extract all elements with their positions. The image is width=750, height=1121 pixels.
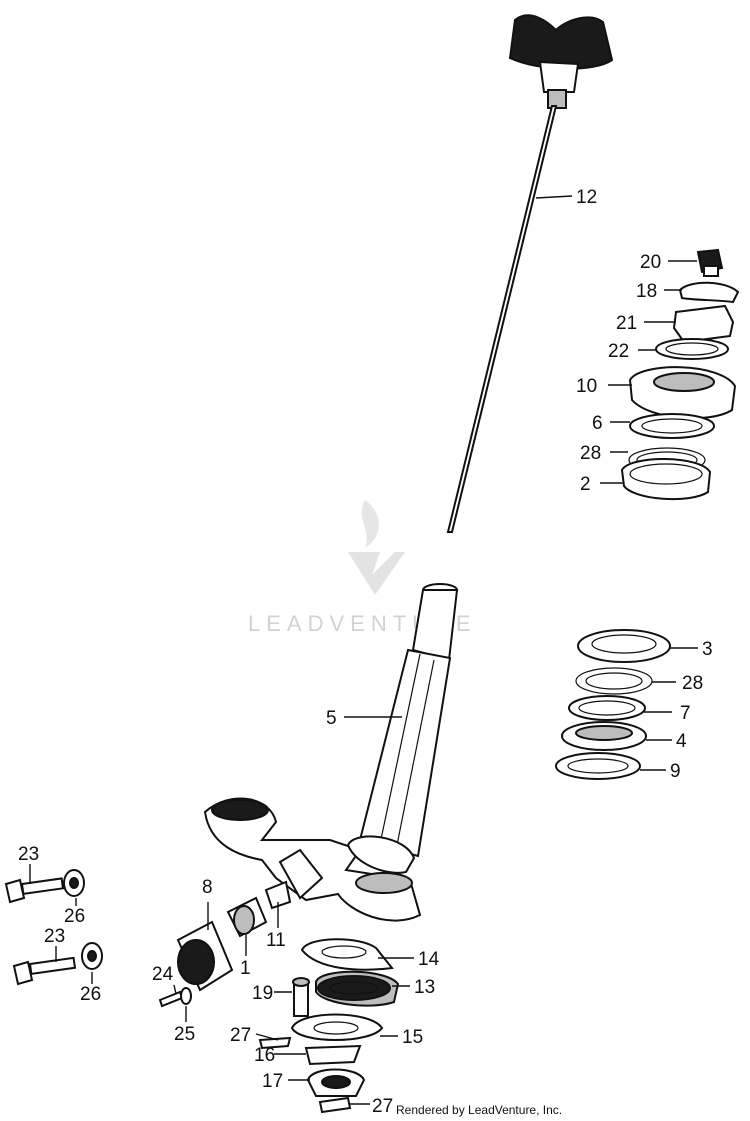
callout-1: 1 [240,958,251,979]
callout-16: 16 [254,1045,275,1066]
callout-23-upper: 23 [18,844,39,865]
callout-5: 5 [326,708,337,729]
callout-20: 20 [640,252,661,273]
callout-23-lower: 23 [44,926,65,947]
part-5-steering-stem [358,583,459,858]
part-12-rod [446,14,614,533]
flame-logo-icon [361,500,379,548]
callout-3: 3 [702,639,713,660]
callout-14: 14 [418,949,440,970]
bolts-and-washers [4,869,192,1008]
callout-27-lower: 27 [372,1096,393,1117]
callout-8: 8 [202,877,213,898]
leader-lines [29,195,698,1105]
v-logo-icon [348,552,405,595]
callout-21: 21 [616,313,637,334]
parts-8-1-11 [176,880,292,992]
callout-25: 25 [174,1024,195,1045]
callout-12: 12 [576,187,597,208]
callout-26-lower: 26 [80,984,101,1005]
lower-bearing-stack [555,629,671,780]
callout-17: 17 [262,1071,283,1092]
callout-28-upper: 28 [580,443,601,464]
bottom-yoke [203,797,422,922]
callout-19: 19 [252,983,273,1004]
lower-lock-parts [258,938,400,1114]
callout-28-lower: 28 [682,673,703,694]
callout-11: 11 [266,930,286,951]
callout-labels: 12 20 18 21 22 10 6 28 2 3 28 7 4 9 5 8 … [18,187,713,1117]
callout-13: 13 [414,977,435,998]
callout-27-upper: 27 [230,1025,251,1046]
callout-9: 9 [670,761,681,782]
callout-15: 15 [402,1027,423,1048]
callout-6: 6 [592,413,603,434]
footer-credit: Rendered by LeadVenture, Inc. [396,1103,562,1117]
callout-22: 22 [608,341,629,362]
callout-18: 18 [636,281,657,302]
callout-24: 24 [152,964,174,985]
callout-2: 2 [580,474,591,495]
upper-bearing-stack [620,248,740,501]
callout-4: 4 [676,731,687,752]
callout-26-upper: 26 [64,906,85,927]
callout-10: 10 [576,376,597,397]
callout-7: 7 [680,703,691,724]
